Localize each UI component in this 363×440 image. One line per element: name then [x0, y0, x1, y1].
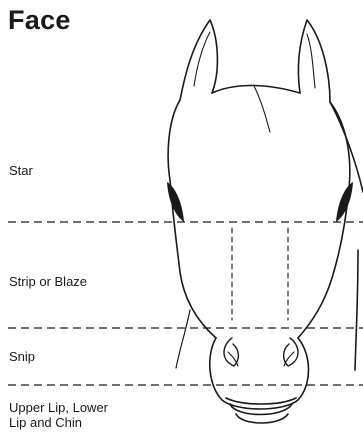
right-eye	[336, 182, 353, 222]
head-outline-right	[298, 102, 350, 338]
right-ear	[298, 20, 330, 102]
cheek-line-left	[176, 310, 190, 368]
forelock-strand	[254, 86, 270, 132]
neck-line-right-lower	[355, 250, 358, 370]
left-eye	[167, 182, 184, 222]
chin	[236, 414, 288, 423]
neck-line-right	[330, 102, 363, 192]
upper-lip	[226, 398, 296, 404]
left-ear-inner	[194, 32, 210, 86]
head-outline-left	[168, 100, 216, 338]
right-ear-inner	[307, 34, 315, 88]
